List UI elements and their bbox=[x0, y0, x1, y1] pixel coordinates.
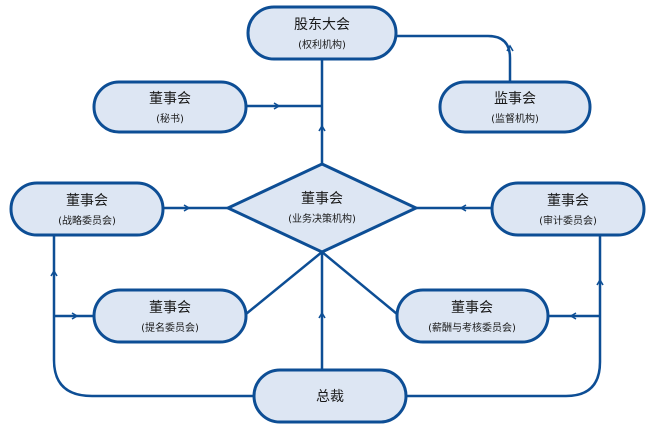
chevron-up-icon bbox=[318, 124, 326, 132]
node-title: 董事会 bbox=[149, 91, 191, 107]
node-subtitle: (审计委员会) bbox=[539, 214, 597, 227]
node-supervisory: 监事会 (监督机构) bbox=[438, 80, 592, 134]
node-board: 董事会 (业务决策机构) bbox=[224, 162, 420, 254]
node-title: 监事会 bbox=[494, 91, 536, 107]
chevron-left-icon bbox=[569, 312, 577, 320]
node-ceo: 总裁 bbox=[252, 368, 408, 424]
node-subtitle: (提名委员会) bbox=[141, 321, 199, 334]
node-shareholders: 股东大会 (权利机构) bbox=[246, 5, 398, 61]
node-subtitle: (战略委员会) bbox=[58, 214, 116, 227]
chevron-up-icon bbox=[50, 269, 58, 277]
chevron-left-icon bbox=[459, 204, 467, 212]
chevron-right-icon bbox=[183, 204, 191, 212]
chevron-up-icon bbox=[506, 44, 514, 52]
node-secretary: 董事会 (秘书) bbox=[92, 80, 248, 134]
node-title: 董事会 bbox=[66, 193, 108, 209]
node-nomination: 董事会 (提名委员会) bbox=[92, 288, 248, 344]
node-title: 董事会 bbox=[149, 300, 191, 316]
node-title: 股东大会 bbox=[294, 17, 350, 33]
node-subtitle: (业务决策机构) bbox=[288, 212, 356, 225]
node-strategy: 董事会 (战略委员会) bbox=[9, 181, 165, 237]
node-subtitle: (薪酬与考核委员会) bbox=[428, 321, 516, 334]
node-title: 总裁 bbox=[316, 389, 344, 405]
connector-ceo-audit bbox=[406, 235, 602, 398]
connector-compensation-board bbox=[321, 251, 398, 315]
chevron-up-icon bbox=[596, 278, 604, 286]
node-title: 董事会 bbox=[451, 300, 493, 316]
node-audit: 董事会 (审计委员会) bbox=[490, 181, 646, 237]
chevron-right-icon bbox=[273, 102, 281, 110]
node-compensation: 董事会 (薪酬与考核委员会) bbox=[395, 288, 550, 344]
node-subtitle: (监督机构) bbox=[491, 112, 539, 125]
node-subtitle: (权利机构) bbox=[298, 38, 346, 51]
arrow-marks bbox=[50, 44, 604, 320]
chevron-right-icon bbox=[71, 312, 79, 320]
connector-ceo-strategy bbox=[52, 235, 254, 398]
connector-nomination-board bbox=[245, 251, 323, 315]
connector-supervisory bbox=[396, 34, 512, 82]
node-subtitle: (秘书) bbox=[156, 112, 184, 125]
node-title: 董事会 bbox=[547, 193, 589, 209]
node-title: 董事会 bbox=[301, 191, 343, 207]
chevron-up-icon bbox=[318, 311, 326, 319]
connectors bbox=[52, 34, 602, 398]
